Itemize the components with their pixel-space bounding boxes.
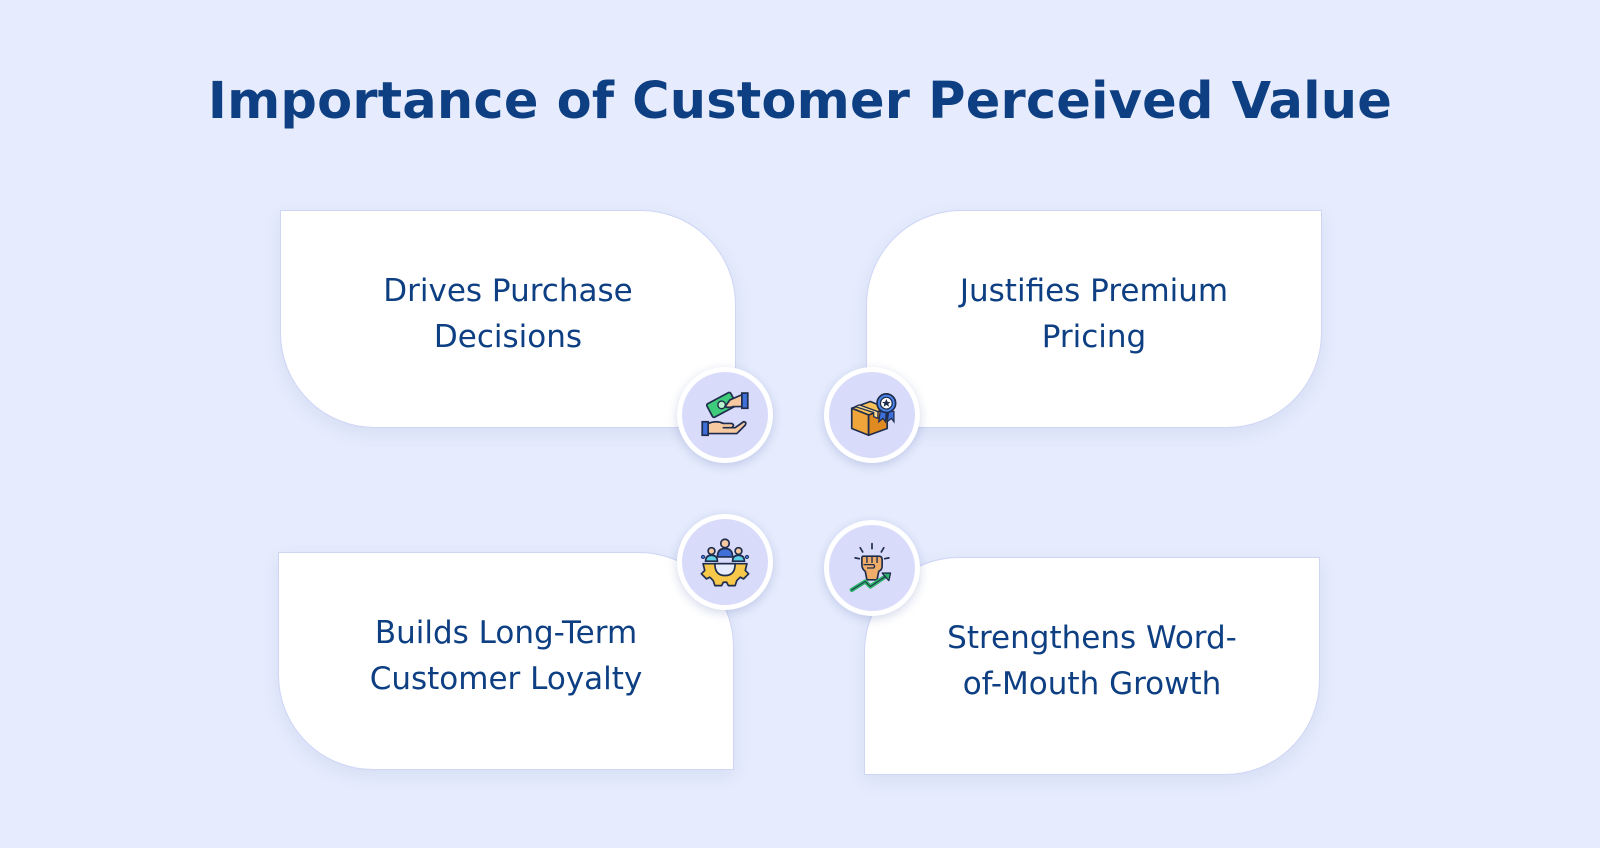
card-label: Justifies Premium Pricing xyxy=(959,273,1229,355)
card-justifies-premium-pricing: Justifies Premium Pricing xyxy=(866,210,1322,428)
badge-loyalty xyxy=(677,514,773,610)
raised-fist-growth-icon xyxy=(849,542,892,593)
card-label: Strengthens Word- of-Mouth Growth xyxy=(947,620,1237,702)
badge-word-of-mouth xyxy=(824,520,920,616)
card-drives-purchase-decisions: Drives Purchase Decisions xyxy=(280,210,736,428)
premium-box-award-icon xyxy=(850,393,897,437)
money-exchange-hands-icon xyxy=(701,391,749,437)
page-title: Importance of Customer Perceived Value xyxy=(207,72,1393,131)
card-label: Drives Purchase Decisions xyxy=(383,273,633,355)
badge-purchase xyxy=(677,367,773,463)
card-builds-customer-loyalty: Builds Long-Term Customer Loyalty xyxy=(278,552,734,770)
badge-premium xyxy=(824,367,920,463)
community-gear-icon xyxy=(700,538,750,587)
card-strengthens-word-of-mouth: Strengthens Word- of-Mouth Growth xyxy=(864,557,1320,775)
card-label: Builds Long-Term Customer Loyalty xyxy=(369,615,643,697)
